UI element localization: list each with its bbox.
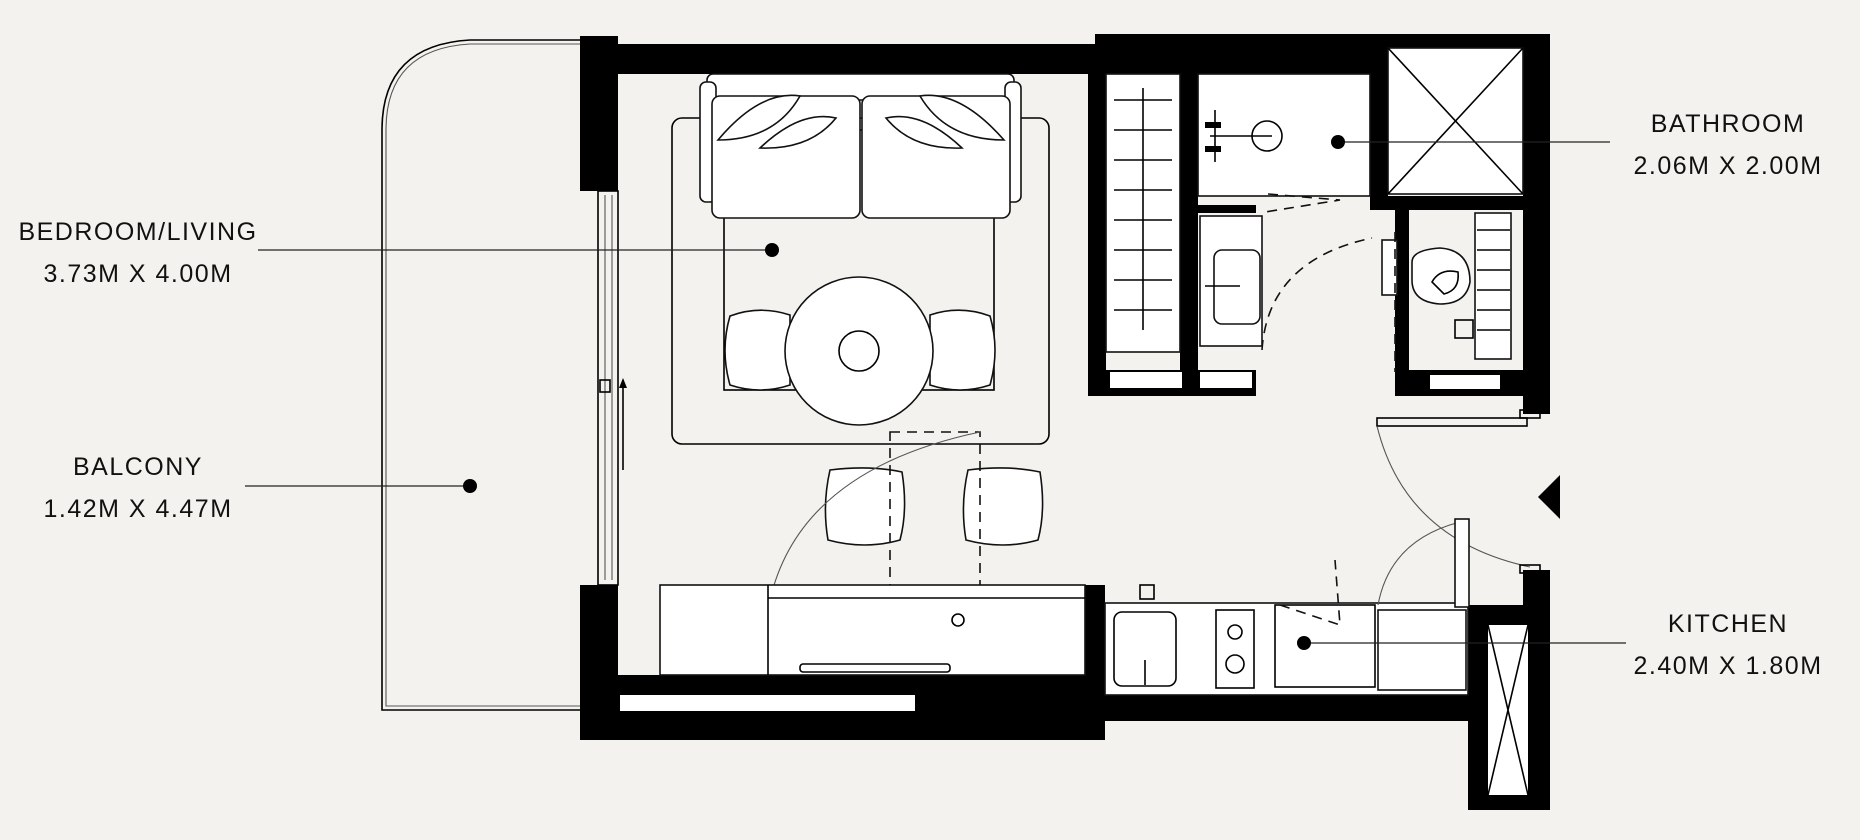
wardrobe	[1105, 73, 1181, 353]
kitchen-units	[1104, 518, 1470, 696]
svg-text:1.42M X 4.47M: 1.42M X 4.47M	[43, 495, 232, 523]
label-kitchen: KITCHEN 2.40M X 1.80M	[1297, 610, 1822, 680]
balcony-area	[381, 39, 583, 711]
entrance-triangle-icon	[1538, 475, 1560, 519]
svg-text:3.73M X 4.00M: 3.73M X 4.00M	[43, 260, 232, 288]
label-bathroom: BATHROOM 2.06M X 2.00M	[1331, 110, 1822, 180]
kitchen-counter	[659, 584, 1086, 676]
dining-table	[724, 276, 996, 426]
sliding-door	[597, 190, 627, 586]
svg-text:2.40M X 1.80M: 2.40M X 1.80M	[1633, 652, 1822, 680]
bed	[699, 73, 1022, 391]
label-balcony: BALCONY 1.42M X 4.47M	[43, 453, 477, 523]
svg-text:BATHROOM: BATHROOM	[1651, 110, 1806, 138]
label-bedroom-living: BEDROOM/LIVING 3.73M X 4.00M	[18, 218, 779, 288]
duct-shaft	[1387, 47, 1524, 195]
entrance-door	[1376, 409, 1541, 574]
svg-text:BEDROOM/LIVING: BEDROOM/LIVING	[18, 218, 257, 246]
chairs	[824, 467, 1044, 546]
svg-text:KITCHEN: KITCHEN	[1668, 610, 1788, 638]
svg-text:2.06M X 2.00M: 2.06M X 2.00M	[1633, 152, 1822, 180]
svg-text:BALCONY: BALCONY	[73, 453, 203, 481]
bathroom-area	[1197, 73, 1512, 372]
